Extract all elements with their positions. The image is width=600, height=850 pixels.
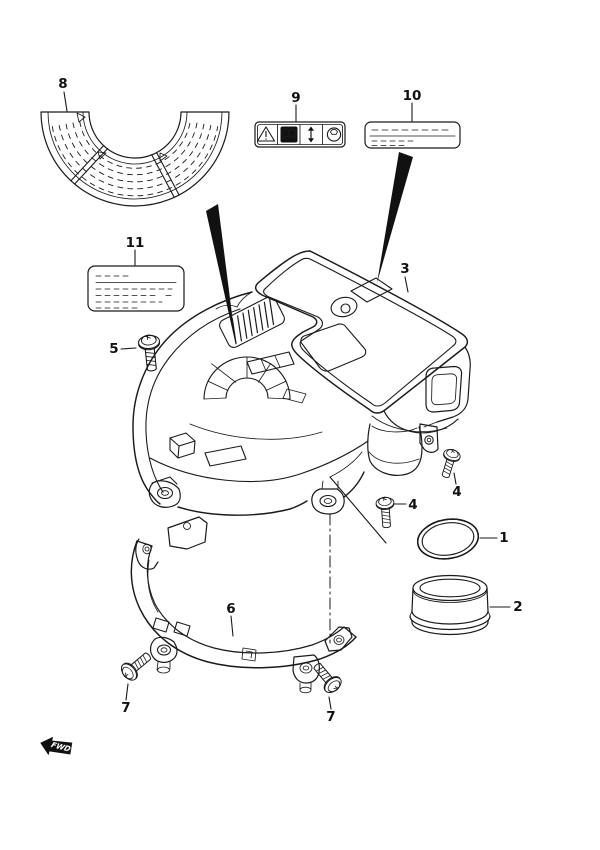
pointer-wedge-label-10: [377, 152, 413, 283]
part-label-4: 4: [452, 484, 461, 500]
leader-line: [120, 347, 137, 350]
ring-top-plate: [167, 516, 208, 550]
lower-ring-6: [130, 516, 357, 694]
bolt-5: [137, 333, 164, 373]
fwd-arrow-icon: [40, 736, 73, 756]
part-label-6: 6: [226, 601, 235, 617]
part-label-8: 8: [58, 76, 67, 92]
caution-label-9: [254, 121, 346, 148]
owners-manual-icon: [280, 126, 298, 143]
part-labels: 8 9 10 11 5 3 4 4 1 2 6 7 7: [58, 76, 522, 725]
part-label-9: 9: [291, 90, 300, 106]
part-label-2: 2: [513, 599, 522, 615]
bolt-7-left: [117, 647, 156, 684]
mesh-screen-1: [416, 518, 480, 560]
tab-marker-icon: [97, 151, 107, 160]
intake-cylinder: [367, 423, 423, 476]
info-label-11: [87, 265, 185, 312]
leader-line: [230, 615, 234, 637]
half-ring-seal-8: [40, 111, 230, 207]
info-label-10: [364, 121, 461, 149]
warning-triangle-icon: [256, 126, 276, 142]
leader-line: [404, 276, 409, 293]
fwd-arrow: FWD: [40, 736, 73, 756]
label-slot: [350, 277, 393, 303]
cover-inset-panel: [300, 323, 367, 372]
pointer-wedge-label-9: [206, 204, 236, 346]
leader-line: [63, 91, 68, 112]
part-label-7: 7: [121, 700, 130, 716]
ring-left-foot: [149, 636, 178, 674]
part-label-4: 4: [408, 497, 417, 513]
fan-arc: [203, 356, 307, 404]
cover-side-opening: [425, 365, 463, 413]
ring-right-foot: [292, 654, 320, 694]
seal-ring-2: [409, 574, 491, 636]
part-label-11: 11: [126, 235, 145, 251]
bolt-7-right: [308, 658, 345, 697]
ring-right-ear: [324, 626, 353, 652]
leader-line: [453, 472, 457, 485]
case-boss: [169, 432, 247, 467]
engine-unit-icon: [326, 127, 342, 142]
bolt-4-upper: [436, 446, 463, 481]
case-left-foot: [148, 476, 181, 508]
bolt-4-lower: [375, 495, 397, 529]
bolt-alignment-line: [329, 476, 387, 544]
level-range-arrow-icon: [308, 126, 314, 143]
leader-line: [328, 696, 332, 710]
case-center-foot: [311, 480, 345, 515]
tab-marker-icon: [76, 112, 86, 123]
cover-center-hole: [330, 296, 358, 318]
silencer-case: [132, 291, 439, 516]
case-right-bracket: [419, 421, 439, 453]
vent-strip: [246, 351, 295, 375]
part-label-7: 7: [326, 709, 335, 725]
leader-lines: [63, 91, 511, 710]
ring-left-tab: [135, 538, 159, 570]
part-label-3: 3: [400, 261, 409, 277]
engine-cover-3: [254, 250, 471, 434]
tab-marker-icon: [159, 152, 168, 162]
leader-line: [125, 683, 129, 701]
vent-panel: [219, 296, 285, 348]
part-label-1: 1: [499, 530, 508, 546]
part-label-10: 10: [403, 88, 422, 104]
part-label-5: 5: [109, 341, 118, 357]
